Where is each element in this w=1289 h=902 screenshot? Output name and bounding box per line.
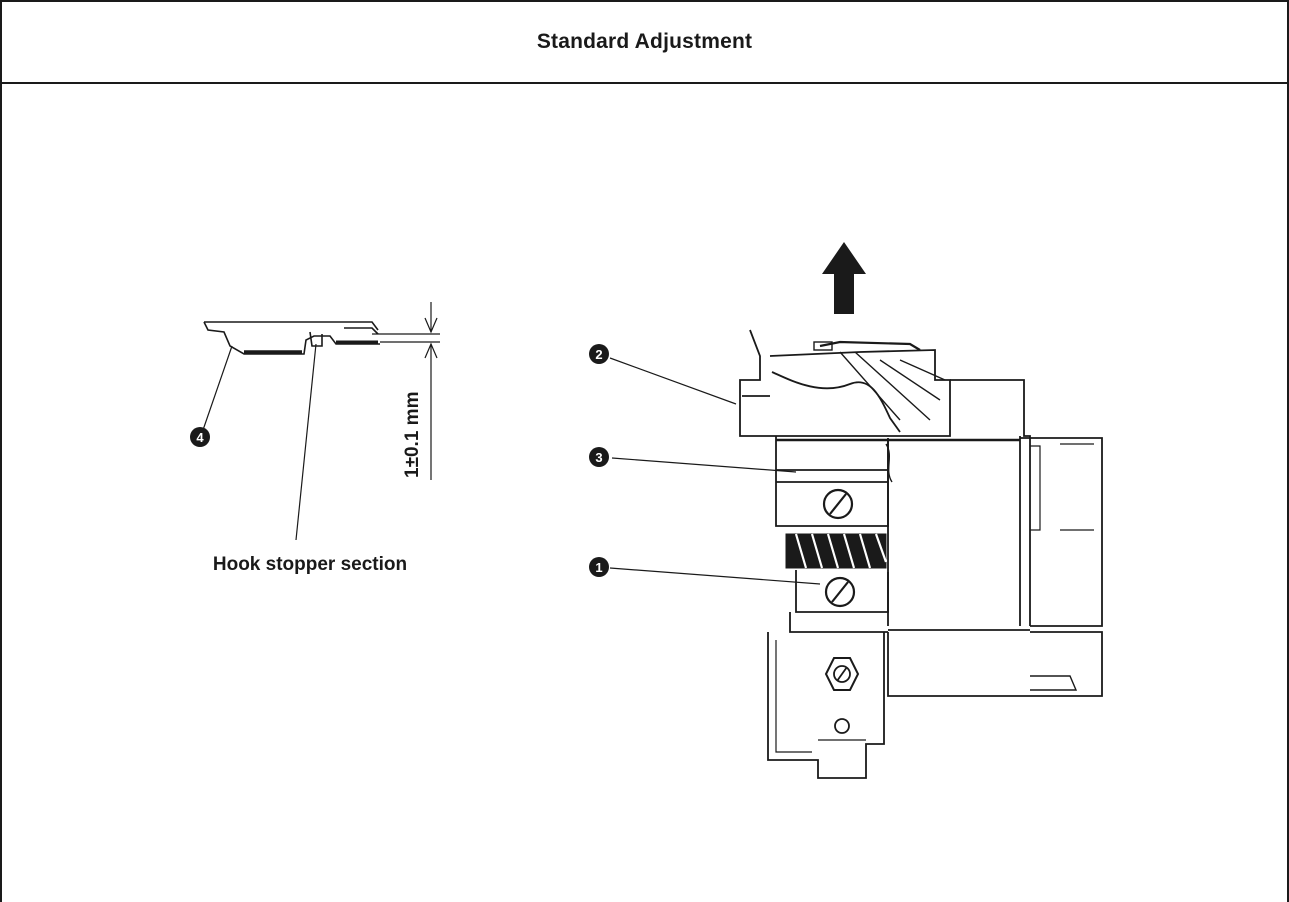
upward-arrow <box>822 242 866 314</box>
svg-text:2: 2 <box>595 347 602 362</box>
callout-4: 4 <box>190 427 210 447</box>
hook-stopper-label: Hook stopper section <box>213 554 407 575</box>
svg-text:3: 3 <box>595 450 602 465</box>
callout-1: 1 <box>589 557 609 577</box>
page-title: Standard Adjustment <box>536 30 753 53</box>
hook-section-detail <box>202 302 440 541</box>
callout-2: 2 <box>589 344 609 364</box>
svg-text:4: 4 <box>196 430 204 445</box>
callout-3: 3 <box>589 447 609 467</box>
clearance-dimension-label: 1±0.1 mm <box>402 392 423 478</box>
header-bar: Standard Adjustment <box>2 2 1287 84</box>
svg-text:1: 1 <box>595 560 602 575</box>
mechanism-drawing <box>609 329 1103 779</box>
